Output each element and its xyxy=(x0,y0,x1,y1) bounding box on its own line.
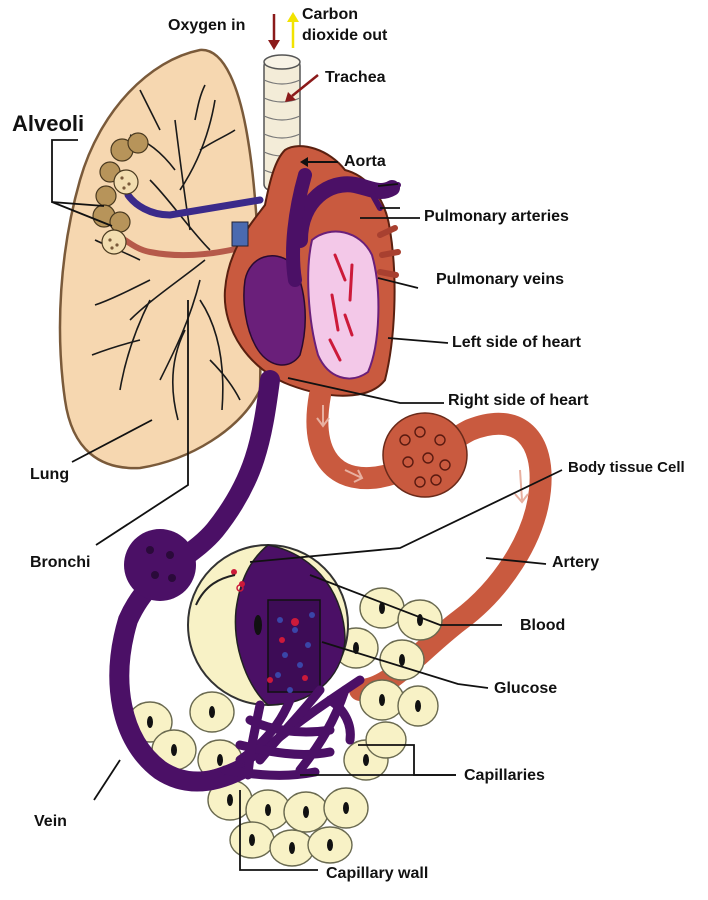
label-pulmonary-veins: Pulmonary veins xyxy=(436,271,565,288)
vein-loop xyxy=(109,370,280,792)
label-right-side-of-heart: Right side of heart xyxy=(448,392,589,409)
vein-vessel xyxy=(109,370,280,792)
left-chamber xyxy=(307,230,380,380)
label-bronchi: Bronchi xyxy=(30,554,91,571)
aorta-vessel xyxy=(292,176,400,248)
body-cells-cluster xyxy=(127,587,443,867)
aorta-pointer xyxy=(300,157,338,167)
arrow-up-icon xyxy=(287,12,299,48)
label-capillaries: Capillaries xyxy=(464,767,545,784)
label-trachea: Trachea xyxy=(325,69,386,86)
label-vein: Vein xyxy=(34,813,67,830)
artery-tissue-cell-ball xyxy=(382,412,468,498)
pulmonary-artery-in-lung xyxy=(124,191,264,219)
lung-illustration xyxy=(58,48,264,470)
label-oxygen-in: Oxygen in xyxy=(168,17,246,34)
artery-vessel xyxy=(306,384,552,701)
glucose-dots xyxy=(231,569,308,683)
pulmonary-artery-branches xyxy=(367,182,401,211)
body-tissue-cell-illustration xyxy=(187,544,349,706)
blood-streaks xyxy=(328,253,354,362)
label-carbon-dioxide-out: Carbon dioxide out xyxy=(302,6,388,44)
pulmonary-vein-stubs xyxy=(377,225,401,278)
label-capillary-wall: Capillary wall xyxy=(326,865,429,882)
bronchial-tree xyxy=(91,84,241,421)
trachea-pointer xyxy=(285,74,319,102)
pulmonary-vein-in-lung xyxy=(119,235,243,259)
heart-valve xyxy=(231,221,249,247)
label-alveoli: Alveoli xyxy=(12,111,85,136)
label-glucose: Glucose xyxy=(494,680,558,697)
label-body-tissue-cell: Body tissue Cell xyxy=(568,459,685,476)
blood-dots xyxy=(275,612,315,693)
leader-lines xyxy=(51,139,563,871)
label-aorta: Aorta xyxy=(344,153,386,170)
vein-node xyxy=(124,529,196,601)
label-lung: Lung xyxy=(30,466,70,483)
label-blood: Blood xyxy=(520,617,566,634)
alveoli-dots xyxy=(108,176,131,250)
arrow-down-icon xyxy=(268,14,280,50)
vena-cava xyxy=(286,168,312,287)
artery-loop xyxy=(306,384,552,701)
label-left-side-of-heart: Left side of heart xyxy=(452,334,581,351)
heart-illustration xyxy=(223,145,401,397)
capillary-network xyxy=(205,675,365,780)
label-pulmonary-arteries: Pulmonary arteries xyxy=(424,208,569,225)
alveoli-cluster xyxy=(92,132,149,255)
label-artery: Artery xyxy=(552,554,600,571)
ball-cells xyxy=(399,426,451,488)
lung-shape xyxy=(58,48,262,470)
